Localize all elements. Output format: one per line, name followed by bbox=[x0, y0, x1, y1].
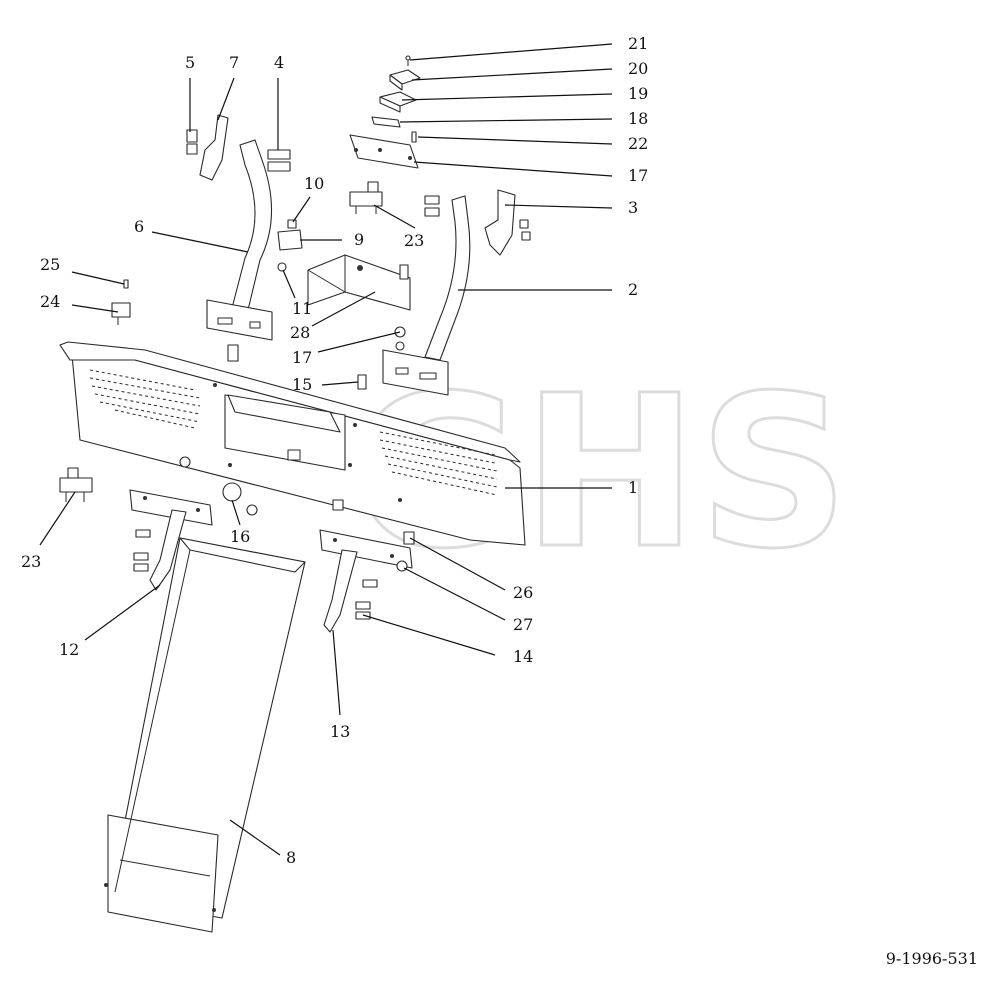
part-11-nut bbox=[277, 262, 287, 272]
part-16-grommet bbox=[179, 456, 258, 516]
part-8-chute bbox=[104, 537, 306, 933]
callout-13: 13 bbox=[330, 722, 350, 741]
part-28-cover-bracket bbox=[307, 254, 411, 311]
callout-14: 14 bbox=[513, 647, 533, 666]
part-17-nut bbox=[394, 326, 406, 351]
callout-labels: 1 2 3 4 5 6 7 8 9 10 11 12 13 14 15 16 1… bbox=[21, 34, 648, 867]
callout-16: 16 bbox=[230, 527, 250, 546]
callout-15: 15 bbox=[292, 375, 312, 394]
part-12-left-bracket bbox=[129, 489, 213, 591]
part-13-right-bracket bbox=[319, 499, 413, 633]
part-9-clip bbox=[277, 229, 303, 251]
callout-18: 18 bbox=[628, 109, 648, 128]
part-7-lever bbox=[199, 114, 229, 181]
callout-17-top: 17 bbox=[628, 166, 648, 185]
part-18-plate bbox=[371, 116, 401, 128]
callout-2: 2 bbox=[628, 280, 638, 299]
part-6-left-handle bbox=[206, 139, 273, 341]
part-23-switch-upper bbox=[349, 181, 383, 214]
callout-23-upper: 23 bbox=[404, 231, 424, 250]
callout-4: 4 bbox=[274, 53, 284, 72]
callout-26: 26 bbox=[513, 583, 533, 602]
leader-lines bbox=[39, 43, 613, 856]
callout-9: 9 bbox=[354, 230, 364, 249]
vent-grille-right bbox=[379, 431, 498, 496]
callout-6: 6 bbox=[134, 217, 144, 236]
callout-10: 10 bbox=[304, 174, 324, 193]
callout-8: 8 bbox=[286, 848, 296, 867]
part-4-bolts bbox=[267, 149, 291, 172]
part-2-right-handle bbox=[382, 195, 471, 396]
part-26-bolt bbox=[403, 531, 415, 545]
callout-24: 24 bbox=[40, 292, 60, 311]
callout-3: 3 bbox=[628, 198, 638, 217]
drawing-number: 9-1996-531 bbox=[885, 949, 978, 968]
part-19-cap bbox=[379, 91, 417, 113]
callout-22: 22 bbox=[628, 134, 648, 153]
callout-17-nut: 17 bbox=[292, 348, 312, 367]
callout-11: 11 bbox=[292, 299, 312, 318]
callout-28: 28 bbox=[290, 323, 310, 342]
callout-23-lower: 23 bbox=[21, 552, 41, 571]
vent-grille-left bbox=[89, 369, 201, 429]
callout-1: 1 bbox=[628, 478, 638, 497]
callout-21: 21 bbox=[628, 34, 648, 53]
callout-20: 20 bbox=[628, 59, 648, 78]
part-1-main-panel bbox=[59, 341, 526, 546]
callout-7: 7 bbox=[229, 53, 239, 72]
part-24-clip bbox=[111, 302, 131, 325]
part-3-lever bbox=[424, 189, 531, 256]
part-21-screw bbox=[405, 55, 411, 66]
part-10-screw bbox=[287, 219, 297, 229]
callout-12: 12 bbox=[59, 640, 79, 659]
part-5-bracket bbox=[186, 129, 198, 155]
part-25-screw bbox=[123, 279, 129, 289]
part-27-nut bbox=[396, 560, 408, 572]
part-23-switch-lower bbox=[59, 467, 93, 502]
callout-5: 5 bbox=[185, 53, 195, 72]
part-22-screw bbox=[411, 131, 417, 143]
callout-19: 19 bbox=[628, 84, 648, 103]
callout-25: 25 bbox=[40, 255, 60, 274]
callout-27: 27 bbox=[513, 615, 533, 634]
part-17-switch-plate bbox=[349, 134, 419, 169]
